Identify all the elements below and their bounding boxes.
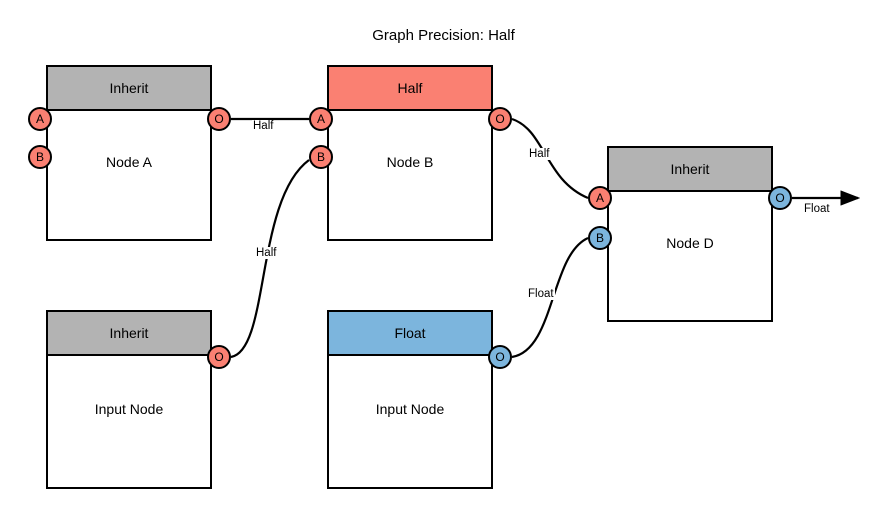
node-body-input-node-left: Input Node — [48, 356, 210, 489]
port-node-b-o[interactable]: O — [488, 107, 512, 131]
node-body-node-b: Node B — [329, 111, 491, 241]
port-node-a-b[interactable]: B — [28, 145, 52, 169]
node-header-input-node-left: Inherit — [48, 312, 210, 356]
edge-label-edge-inputleft-to-b: Half — [255, 247, 278, 259]
node-label-input-node-middle: Input Node — [375, 400, 445, 417]
port-node-d-b[interactable]: B — [588, 226, 612, 250]
edge-label-edge-a-to-b: Half — [252, 120, 275, 132]
node-body-input-node-middle: Input Node — [329, 356, 491, 489]
port-node-a-o[interactable]: O — [207, 107, 231, 131]
edge-label-edge-inputmiddle-to-d: Float — [527, 288, 555, 300]
node-body-node-d: Node D — [609, 192, 771, 322]
page-title: Graph Precision: Half — [372, 27, 515, 44]
output-label: Float — [803, 203, 831, 215]
port-node-b-a[interactable]: A — [309, 107, 333, 131]
port-node-d-o[interactable]: O — [768, 186, 792, 210]
node-header-node-a: Inherit — [48, 67, 210, 111]
node-label-input-node-left: Input Node — [94, 400, 164, 417]
port-input-node-middle-o[interactable]: O — [488, 345, 512, 369]
port-input-node-left-o[interactable]: O — [207, 345, 231, 369]
edge-edge-inputleft-to-b[interactable] — [230, 159, 310, 359]
node-header-node-d: Inherit — [609, 148, 771, 192]
node-label-node-b: Node B — [386, 154, 434, 170]
edge-edge-inputmiddle-to-d[interactable] — [511, 236, 589, 359]
node-label-node-d: Node D — [666, 235, 714, 251]
edge-label-edge-b-to-d: Half — [528, 148, 551, 160]
port-node-b-b[interactable]: B — [309, 145, 333, 169]
port-node-a-a[interactable]: A — [28, 107, 52, 131]
node-label-node-a: Node A — [106, 154, 152, 170]
node-header-node-b: Half — [329, 67, 491, 111]
node-header-input-node-middle: Float — [329, 312, 491, 356]
node-body-node-a: Node A — [48, 111, 210, 241]
port-node-d-a[interactable]: A — [588, 186, 612, 210]
